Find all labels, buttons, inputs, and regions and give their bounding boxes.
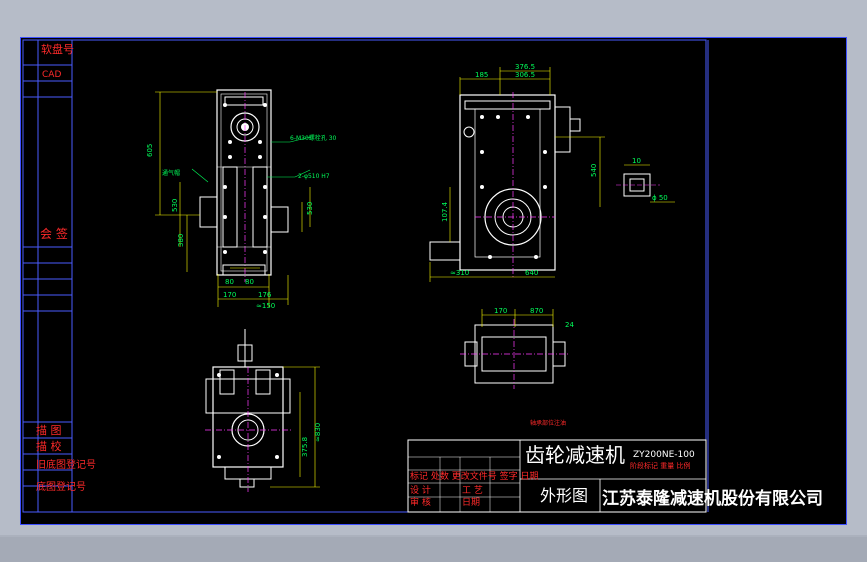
note-vent: 通气帽 — [162, 169, 180, 177]
role-design: 设 计 — [410, 484, 431, 496]
sign-date: 日期 — [462, 497, 480, 508]
dim-50: ϕ 50 — [652, 194, 668, 202]
horizontal-scrollbar[interactable] — [0, 537, 867, 562]
dim-376: 376.5 — [515, 63, 535, 71]
view-name: 外形图 — [540, 486, 588, 505]
dim-185: 185 — [475, 71, 488, 79]
dim-80: 80 — [245, 278, 254, 286]
drawing-sheet[interactable]: 软盘号 CAD 会 签 描 图 描 校 旧底图登记号 底图登记号 — [20, 37, 847, 525]
dim-605: 605 — [146, 144, 154, 157]
dim-10: 10 — [632, 157, 641, 165]
svg-text:380: 380 — [177, 234, 185, 247]
side-block: 软盘号 CAD 会 签 描 图 描 校 旧底图登记号 底图登记号 — [23, 40, 96, 512]
inner-frame — [22, 39, 707, 513]
dim-24: 24 — [565, 321, 574, 329]
svg-text:530: 530 — [306, 202, 314, 215]
product-name: 齿轮减速机 — [525, 443, 625, 467]
svg-text:80: 80 — [225, 278, 234, 286]
svg-text:870: 870 — [530, 307, 543, 315]
model-code: ZY200NE-100 — [633, 450, 695, 460]
dim-107: 107.4 — [441, 201, 449, 222]
title-block: 标记 处数 更改文件号 签字 日期 设 计 审 核 工 艺 日期 齿轮减速机 Z… — [407, 439, 823, 513]
dim-830: ≈830 — [314, 423, 322, 442]
role-check: 审 核 — [410, 496, 431, 508]
dim-540: 540 — [590, 164, 598, 177]
cad-label: CAD — [42, 70, 61, 80]
drawing-canvas: 软盘号 CAD 会 签 描 图 描 校 旧底图登记号 底图登记号 — [20, 37, 847, 525]
old-reg-label: 旧底图登记号 — [36, 458, 96, 471]
revision-header: 标记 处数 更改文件号 签字 日期 — [410, 470, 538, 482]
dim-306: 306.5 — [515, 71, 535, 79]
svg-text:170: 170 — [494, 307, 507, 315]
note-key: 2-φ510 H7 — [298, 173, 330, 180]
dim-310: ≈310 — [450, 269, 469, 277]
checking-label: 描 校 — [36, 439, 62, 453]
dim-176: 176 — [258, 291, 272, 299]
svg-text:530: 530 — [171, 199, 179, 212]
base-reg-label: 底图登记号 — [36, 480, 86, 493]
signature-label: 会 签 — [40, 226, 68, 241]
key-detail: 10 ϕ 50 — [616, 157, 675, 203]
top-view: 375.8 ≈830 — [205, 329, 322, 492]
dim-170: 170 — [223, 291, 236, 299]
mark-scale: 阶段标记 重量 比例 — [630, 461, 690, 470]
drawing-label: 描 图 — [36, 423, 62, 437]
dim-640: 640 — [525, 269, 538, 277]
front-view: 605 530 380 80 80 170 176 ≈150 530 6-M30… — [146, 89, 337, 310]
side-view: 185 376.5 306.5 540 ≈310 640 107.4 — [429, 63, 605, 282]
dim-150: ≈150 — [256, 302, 275, 310]
company-name: 江苏泰隆减速机股份有限公司 — [602, 488, 823, 509]
section-view: 170 870 24 轴承部位注油 — [460, 307, 574, 427]
role-approve: 工 艺 — [462, 485, 483, 496]
note-oil: 6-M30螺栓孔 30 — [290, 134, 337, 142]
note-bearing: 轴承部位注油 — [530, 419, 566, 427]
outer-border — [20, 37, 847, 525]
drawing-no-label: 软盘号 — [41, 42, 74, 56]
dim-375: 375.8 — [301, 437, 309, 457]
